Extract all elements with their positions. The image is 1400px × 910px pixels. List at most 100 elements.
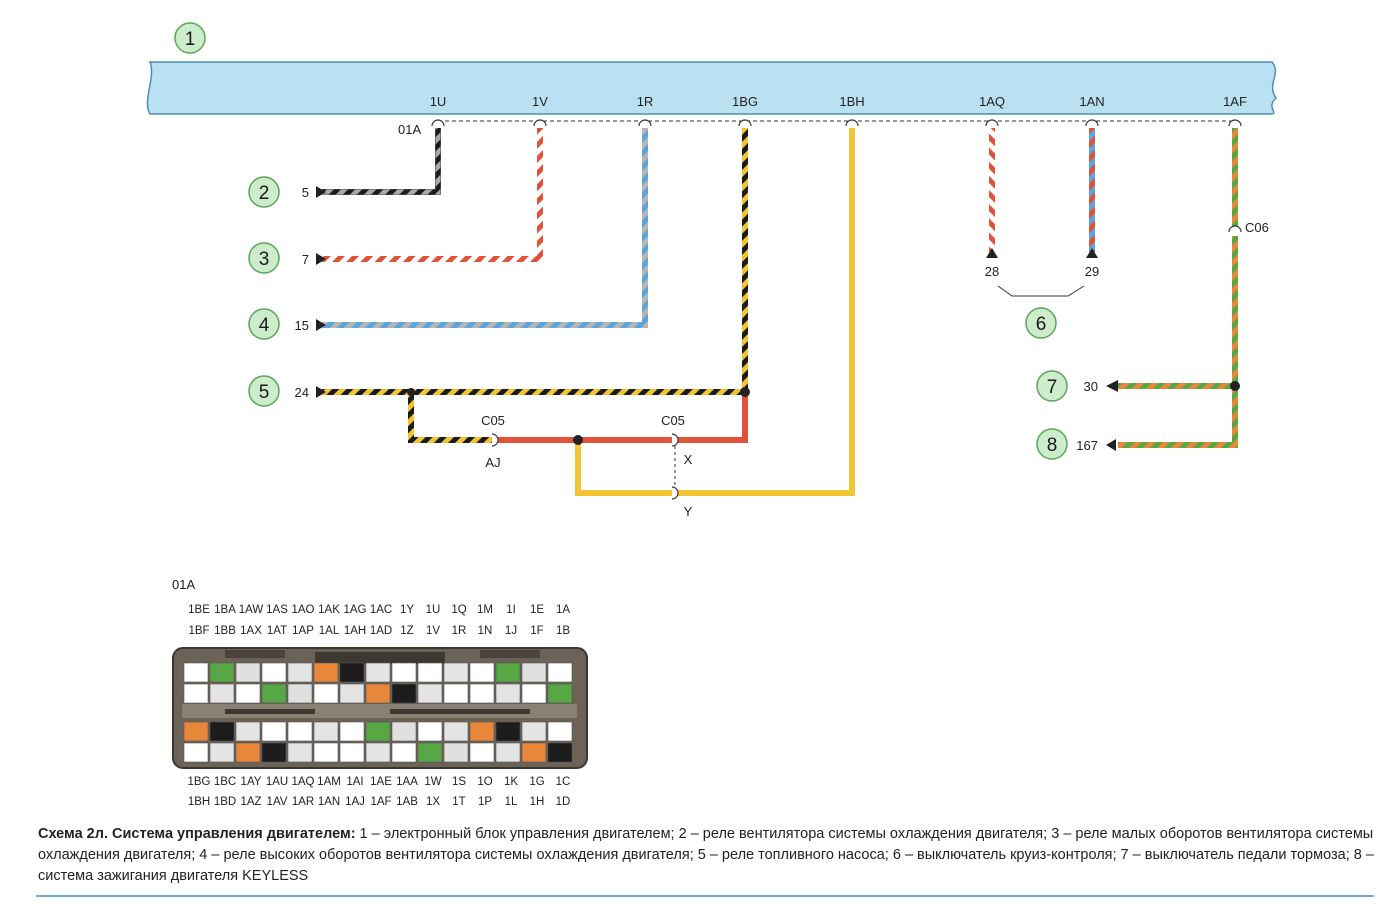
connector-cell [443,662,469,683]
wire-yellow-loop [575,440,672,496]
connector-cell [287,742,313,763]
connector-cell [261,721,287,742]
connector-pin-label: 1AB [396,796,418,808]
connector-label-01a: 01A [398,122,421,137]
terminal-8: 167 [1076,438,1098,453]
connector-cell [417,742,443,763]
svg-text:7: 7 [1047,377,1058,398]
connector-pin-label: 1AX [240,625,262,637]
connector-cell [417,662,443,683]
connector-cell [235,721,261,742]
connector-pin-label: 1L [504,796,518,808]
connector-pin-label: 1AW [238,604,264,616]
pin-label-1af: 1AF [1223,94,1247,109]
connector-pin-label: 1C [555,776,571,788]
connector-pin-label: 1F [530,625,544,637]
connector-pin-label: 1Q [451,604,467,616]
connector-pin-label: 1O [477,776,493,788]
pin-sockets [431,119,1242,127]
connector-pin-label: 1BH [187,796,211,808]
connector-face [172,647,588,769]
connector-pin-label: 1AH [343,625,367,637]
connector-cell [417,721,443,742]
connector-pin-label: 1AP [292,625,314,637]
connector-pin-label: 1N [477,625,493,637]
connector-cell [313,683,339,704]
terminal-arrows [316,186,1118,451]
connector-cell [391,742,417,763]
callout-8: 8 [1036,428,1068,460]
connector-pin-label: 1I [506,604,516,616]
connector-pin-label: 1AQ [291,776,315,788]
connector-cell [469,721,495,742]
connector-pin-label: 1BF [188,625,210,637]
connector-cell [521,662,547,683]
connector-pin-label: 1AR [291,796,315,808]
connector-pin-label: 1U [425,604,441,616]
connector-pin-label: 1AS [266,604,288,616]
pin-label-1aq: 1AQ [979,94,1005,109]
connector-pin-label: 1K [503,776,519,788]
callout-3: 3 [248,242,280,274]
terminal-3: 7 [302,252,309,267]
callout-5: 5 [248,375,280,407]
connector-cell [495,742,521,763]
connector-pin-label: 1AZ [240,796,262,808]
connector-pin-label: 1M [477,604,493,616]
connector-pin-label: 1AJ [345,796,365,808]
connector-cell [365,662,391,683]
connector-cell [183,683,209,704]
connector-cell [521,683,547,704]
wire-1bg-loop [408,392,492,443]
pin-label-1bh: 1BH [839,94,864,109]
connector-cell [521,721,547,742]
connector-cell [365,742,391,763]
connector-pin-label: 1S [451,776,467,788]
connector-view-title: 01A [172,577,196,592]
connector-pin-label: 1X [425,796,441,808]
connector-cells-bottom [183,721,573,763]
connector-cell [339,683,365,704]
pin-label-1an: 1AN [1079,94,1104,109]
connector-cell [339,721,365,742]
connector-pin-label: 1AA [396,776,418,788]
connector-pin-label: 1B [555,625,571,637]
connector-cell [313,721,339,742]
callout-4: 4 [248,308,280,340]
connector-cell [495,721,521,742]
terminal-5: 24 [295,385,309,400]
connector-cell [521,742,547,763]
connector-cell [547,742,573,763]
terminal-2: 5 [302,185,309,200]
c05-connectors [491,225,1242,500]
connector-cell [261,662,287,683]
connector-cell [235,662,261,683]
connector-cell [443,742,469,763]
pin-label-1u: 1U [430,94,447,109]
connector-cell [183,742,209,763]
connector-pin-label: 1BD [213,796,237,808]
svg-text:5: 5 [259,382,270,403]
terminal-4: 15 [295,318,309,333]
connector-pin-label: 1V [425,625,441,637]
connector-cell [469,662,495,683]
pin-label-1v: 1V [532,94,548,109]
connector-pin-label: 1AT [266,625,288,637]
connector-cell [183,721,209,742]
connector-pin-label: 1AI [346,776,364,788]
connector-pin-label: 1T [452,796,466,808]
callout-7: 7 [1036,370,1068,402]
connector-cell [391,683,417,704]
connector-pin-label: 1BG [187,776,211,788]
caption-text: 1 – электронный блок управления двигател… [38,826,1374,884]
connector-cell [261,683,287,704]
svg-text:8: 8 [1047,435,1058,456]
connector-cell [209,683,235,704]
brace-6 [997,285,1085,297]
connector-cell [365,683,391,704]
callout-6: 6 [1025,307,1057,339]
splice-c05-pin-x: X [684,452,693,467]
